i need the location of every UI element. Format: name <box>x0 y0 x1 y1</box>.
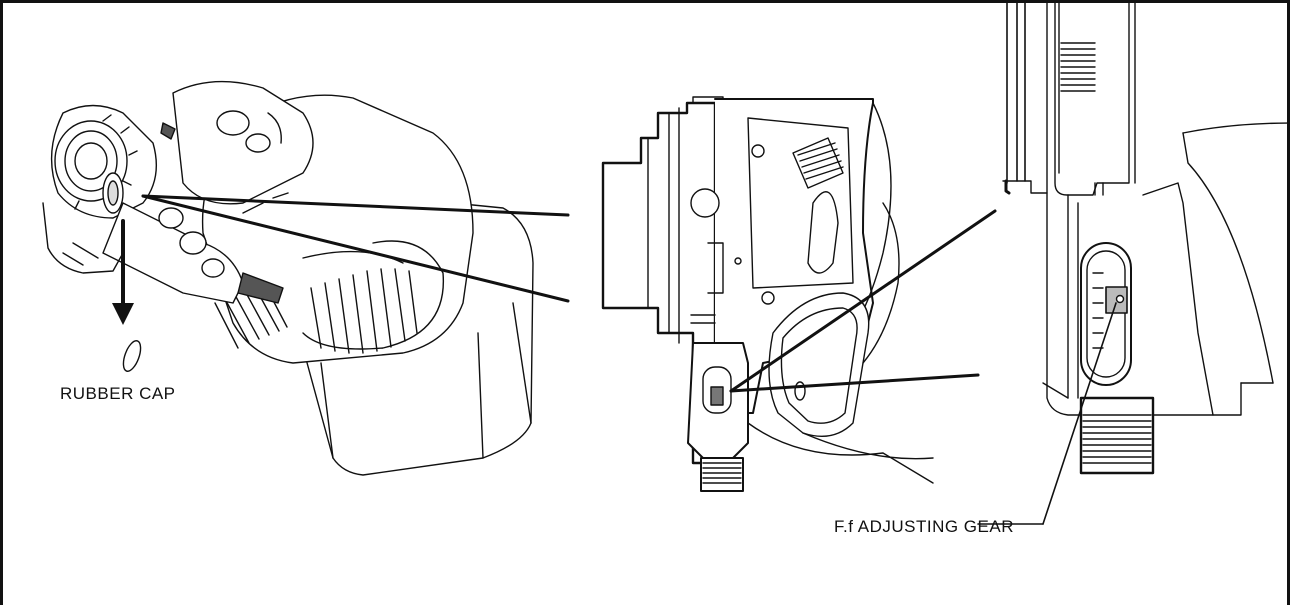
rubber-cap-label: RUBBER CAP <box>60 384 176 403</box>
removal-arrow <box>112 219 134 325</box>
callout-lines-left <box>141 194 570 303</box>
lens-assembly-drawing <box>42 80 534 476</box>
side-view-drawing <box>601 96 934 492</box>
closeup-view-drawing <box>1002 3 1287 475</box>
gear-label-leader <box>977 302 1117 525</box>
illustration <box>42 3 1287 525</box>
ff-adjusting-gear-label: F.f ADJUSTING GEAR <box>834 517 1014 536</box>
callout-lines-middle <box>729 209 997 393</box>
rubber-cap-drawing <box>122 340 142 372</box>
